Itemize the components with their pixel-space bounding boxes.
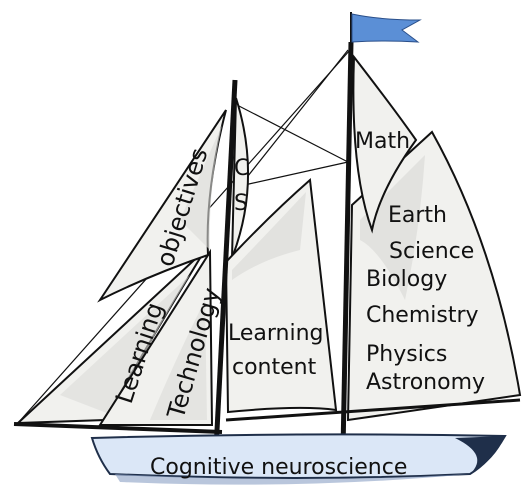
label-cs-s: S <box>234 191 248 216</box>
hull-stern <box>455 436 505 474</box>
label-earth: Earth <box>388 203 447 228</box>
sail-technology-shade <box>150 300 207 420</box>
main-mast <box>340 41 354 451</box>
label-science: Science <box>389 239 474 264</box>
stay-line-upper <box>236 104 349 163</box>
sail-objectives-shade <box>180 125 222 250</box>
label-learning-content-1: Learning <box>228 321 324 346</box>
hull-shadow <box>115 474 470 485</box>
stay-line-lower <box>239 161 349 187</box>
boom-front <box>13 422 223 434</box>
label-astronomy: Astronomy <box>366 370 485 395</box>
boom-main <box>225 398 521 422</box>
sail-learning-shade <box>60 275 190 415</box>
sail-learning-content-shade <box>232 192 306 280</box>
label-biology: Biology <box>366 267 447 292</box>
label-physics: Physics <box>366 342 447 367</box>
sail-sciences-shade <box>360 155 425 300</box>
fore-mast <box>213 79 238 451</box>
sail-learning-content <box>224 177 338 414</box>
label-hull: Cognitive neuroscience <box>150 455 407 480</box>
label-learning-content-2: content <box>232 355 317 380</box>
stay-line-cross <box>239 49 349 187</box>
flag <box>351 13 422 43</box>
label-math: Math <box>355 129 410 154</box>
sail-cs <box>231 97 250 259</box>
label-chemistry: Chemistry <box>366 303 479 328</box>
label-cs-c: C <box>234 156 249 181</box>
sail-math <box>352 54 418 234</box>
